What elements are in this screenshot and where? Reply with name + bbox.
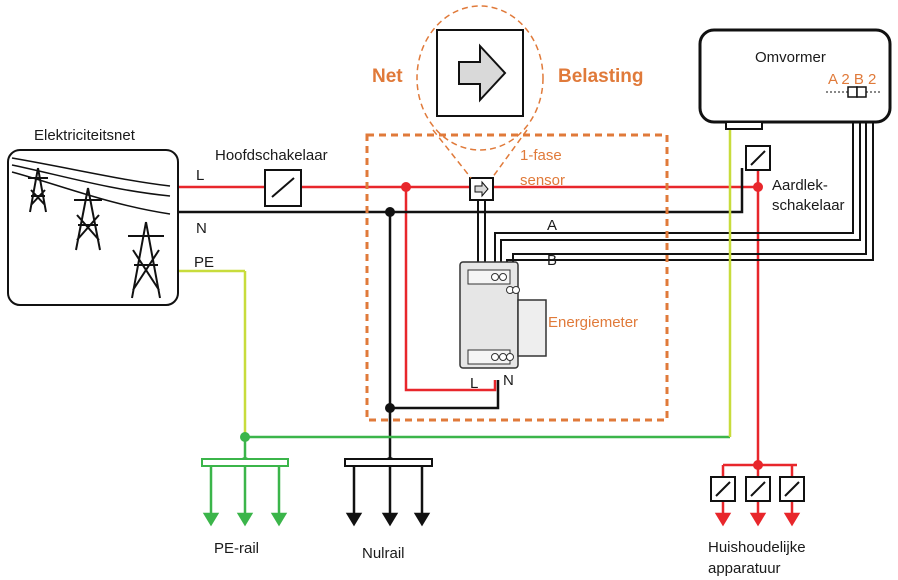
direction-arrow-icon [436,29,524,117]
sensor-leads [477,200,486,262]
main-switch-icon [264,169,302,207]
grid-panel [7,149,179,306]
meter-enclosure [365,133,669,422]
sensor-label-1: 1-fase [520,147,562,164]
sensor-icon [469,177,494,201]
inverter-icon [698,28,892,130]
rcd-label-1: Aardlek- [772,177,828,194]
rcd-label-2: schakelaar [772,197,845,214]
load-label: Belasting [558,66,644,87]
main-switch-label: Hoofdschakelaar [215,147,328,164]
breaker-icon [710,476,736,502]
pe-rail-label: PE-rail [214,540,259,557]
bus-b-label: B [547,252,557,269]
bus-a-label: A [547,217,557,234]
breaker-icon [779,476,805,502]
pylon-icon [128,221,164,299]
line-pe-label: PE [194,254,214,271]
line-l-label: L [196,167,204,184]
rcd-switch-icon [745,145,771,171]
neutral-rail-label: Nulrail [362,545,405,562]
pylon-icon [74,187,102,251]
net-label: Net [372,66,403,87]
appliance-breakers [710,465,805,527]
neutral-rail-icon [344,458,433,527]
inverter-label: Omvormer [755,49,826,66]
appliances-label-2: apparatuur [708,560,781,577]
zoom-callout [416,5,544,179]
appliances-label-1: Huishoudelijke [708,539,806,556]
bus-a-wire [494,97,861,268]
meter-n-label: N [503,372,514,389]
energy-meter-icon [459,261,547,369]
pylon-icon [28,167,48,213]
grid-label: Elektriciteitsnet [34,127,136,144]
inverter-ports-label: A 2 B 2 [828,71,876,88]
pe-rail-icon [201,458,289,527]
breaker-icon [745,476,771,502]
sensor-label-2: sensor [520,172,565,189]
line-n-label: N [196,220,207,237]
earth-wire [178,128,732,462]
meter-l-label: L [470,375,478,392]
meter-label: Energiemeter [548,314,638,331]
